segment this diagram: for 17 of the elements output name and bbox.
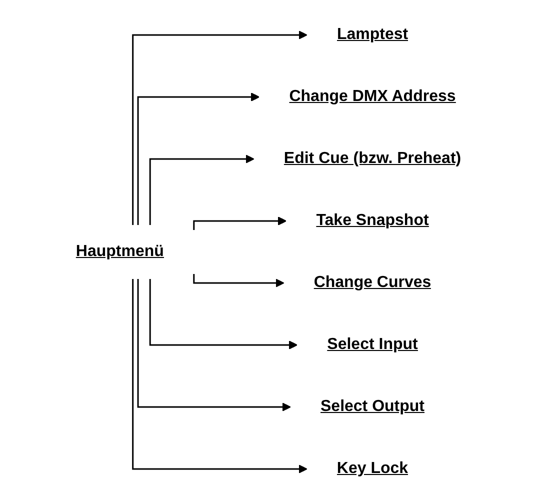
arrow xyxy=(149,154,254,225)
node-text: Take Snapshot xyxy=(316,212,429,229)
node-text: Hauptmenü xyxy=(76,243,164,260)
node-text: Change DMX Address xyxy=(289,88,456,105)
arrow xyxy=(132,279,308,474)
arrow xyxy=(193,216,287,230)
node-text: Select Output xyxy=(320,398,425,415)
node-text: Select Input xyxy=(327,336,418,353)
arrow xyxy=(149,279,298,350)
arrow xyxy=(137,279,291,412)
arrow xyxy=(132,30,308,225)
node-text: Change Curves xyxy=(314,274,432,291)
arrow xyxy=(137,92,260,225)
node-text: Lamptest xyxy=(336,26,408,43)
node-text: Edit Cue (bzw. Preheat) xyxy=(284,150,462,167)
node-text: Key Lock xyxy=(336,460,408,477)
arrow xyxy=(193,274,284,288)
